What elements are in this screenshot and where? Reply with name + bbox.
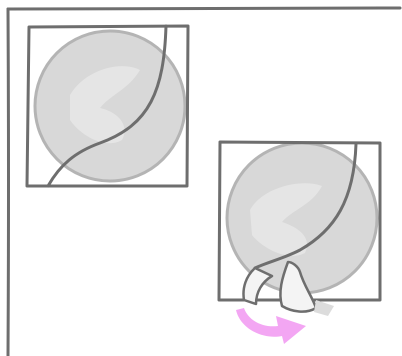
panel-before xyxy=(27,26,188,186)
frame-left-edge xyxy=(8,9,9,356)
flap-shadow xyxy=(314,300,334,316)
arrow-body xyxy=(236,308,306,344)
magenta-curved-arrow-icon xyxy=(236,308,306,344)
ball-before xyxy=(35,31,185,181)
frame-top-edge xyxy=(8,8,400,9)
panel-after xyxy=(219,142,380,316)
